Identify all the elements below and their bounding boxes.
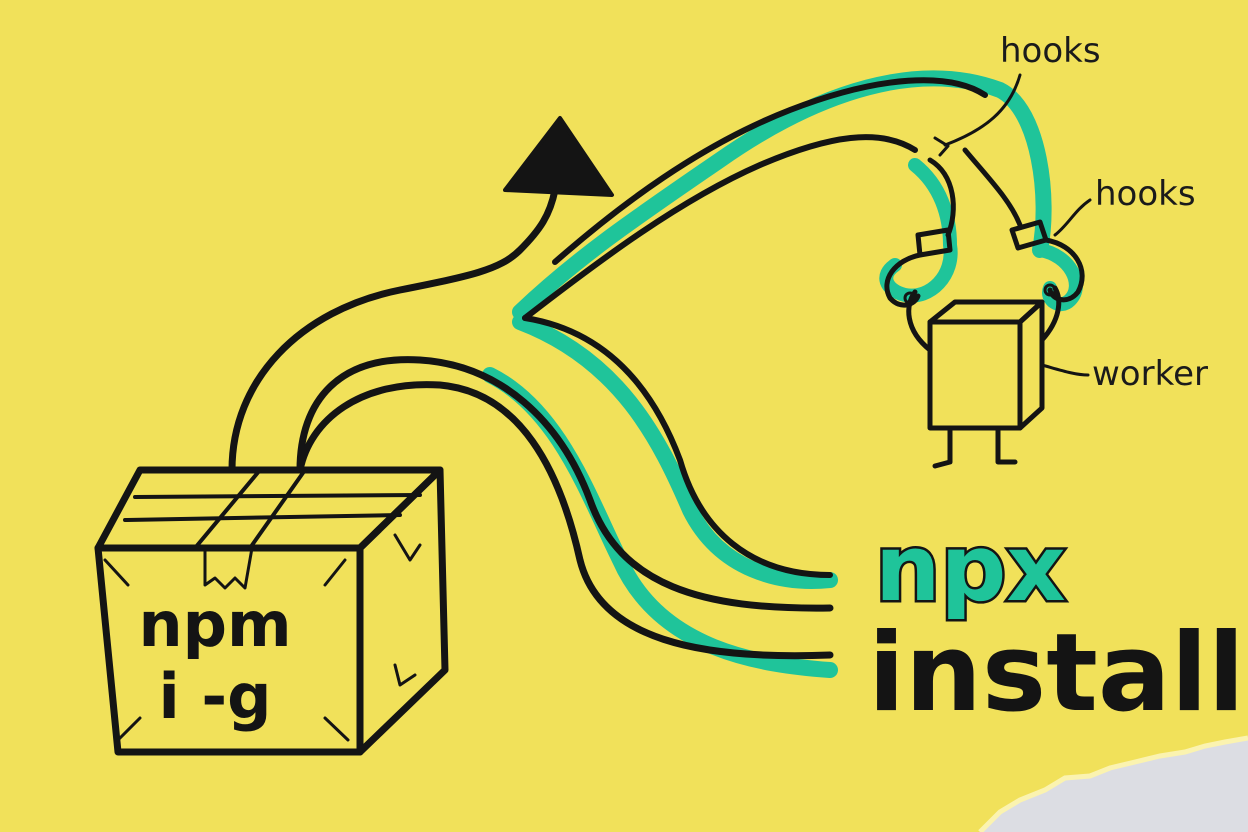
arrow-fork xyxy=(296,77,988,660)
worker-figure xyxy=(884,147,1085,469)
annotations: hooks hooks worker xyxy=(933,31,1208,394)
npm-package-box: npm i -g xyxy=(94,466,449,756)
label-hooks-right: hooks xyxy=(1095,174,1196,214)
hook-end xyxy=(1043,283,1057,297)
box-label-line1: npm xyxy=(138,588,291,661)
command-labels: npx install xyxy=(868,513,1245,737)
box-label-line2: i -g xyxy=(159,660,272,733)
label-worker: worker xyxy=(1092,354,1208,394)
label-hooks-top: hooks xyxy=(1000,31,1101,71)
arrow-head xyxy=(503,116,614,197)
npx-command: npx xyxy=(875,515,1066,622)
hook-end xyxy=(903,291,917,305)
install-command: install xyxy=(868,611,1245,736)
torn-paper-corner xyxy=(978,735,1248,832)
arrow-to-top xyxy=(228,116,614,474)
